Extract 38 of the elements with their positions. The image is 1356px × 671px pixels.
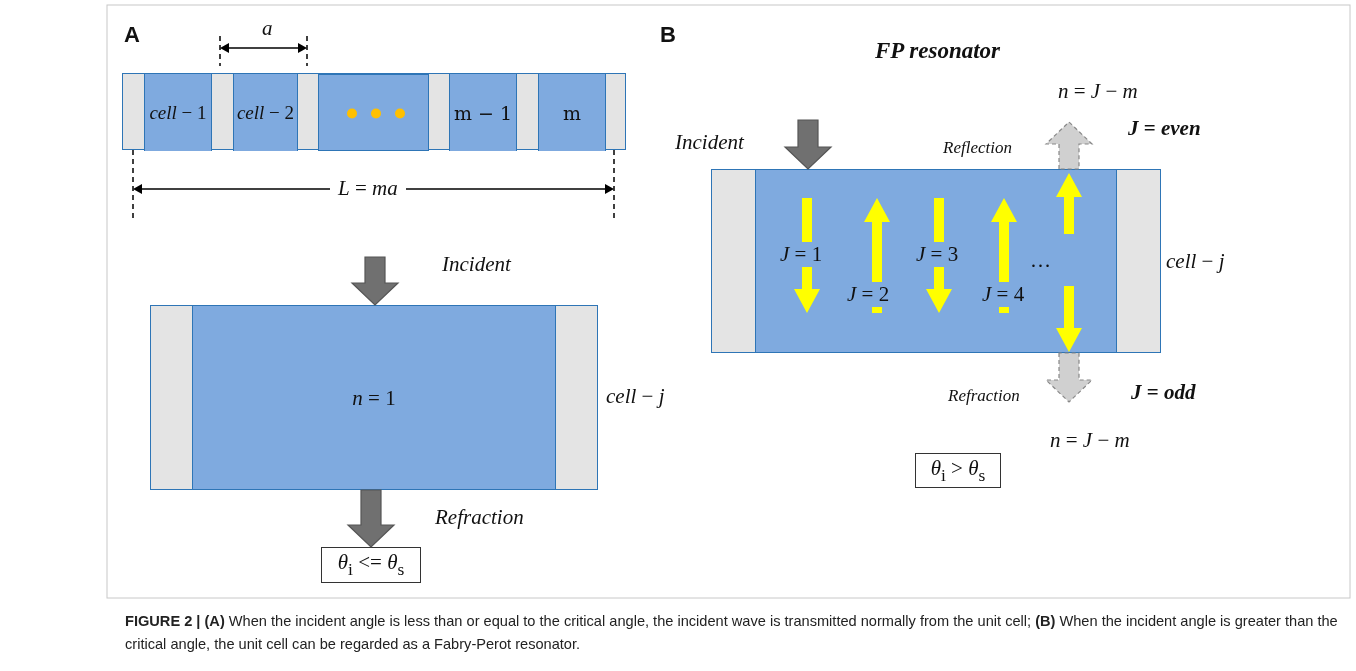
side-label: cell − j <box>606 384 665 409</box>
panel-letter: A <box>124 22 140 48</box>
node-text: m <box>563 101 581 124</box>
edge-label: Reflection <box>943 138 1012 158</box>
panel-letter: B <box>660 22 676 48</box>
resonator-block <box>711 169 1161 353</box>
block-arrow <box>350 256 400 306</box>
block-arrow <box>1044 352 1094 403</box>
formula-label: n = J − m <box>1050 428 1130 453</box>
formula-label: J = odd <box>1131 380 1196 405</box>
block-arrow <box>346 489 396 548</box>
unit-cell-block <box>150 305 598 490</box>
unit-cell <box>233 74 298 151</box>
unit-cell <box>144 74 212 151</box>
condition-box <box>321 547 421 583</box>
node-text: θ$_{i}$ <= θ$_{s}$ <box>337 550 405 580</box>
node-text: J = 2 <box>845 282 892 307</box>
node-text: θ$_{i}$ > θ$_{s}$ <box>930 455 986 486</box>
edge-label: Refraction <box>948 386 1020 406</box>
node-text: J = 3 <box>914 242 961 267</box>
block-arrow <box>1044 121 1094 170</box>
side-label: cell − j <box>1166 249 1225 274</box>
formula-label: n = J − m <box>1058 79 1138 104</box>
unit-cell-strip <box>122 73 626 150</box>
condition-box <box>915 453 1001 488</box>
node-text: n = 1 <box>352 385 396 410</box>
panel-title: FP resonator <box>875 38 1001 64</box>
node-text: cell − 2 <box>236 101 295 124</box>
unit-cell <box>449 74 517 151</box>
node-text: cell − 1 <box>149 101 207 124</box>
node-text: J = 4 <box>980 282 1027 307</box>
dimension-label: a <box>262 16 273 41</box>
unit-cell <box>538 74 606 151</box>
formula-label: J = even <box>1128 116 1201 141</box>
unit-cell <box>318 74 429 151</box>
node-text: m − 1 <box>453 101 513 124</box>
block-arrow <box>783 119 833 170</box>
figure-caption: FIGURE 2 | (A) When the incident angle is less than or equal to the critical angle, the incident wave is transmitted normally from the unit cell; (B) When the incident angle is greater than the critical angle, the unit cell can be regarded as a Fabry-Perot resonator. <box>125 612 1339 654</box>
